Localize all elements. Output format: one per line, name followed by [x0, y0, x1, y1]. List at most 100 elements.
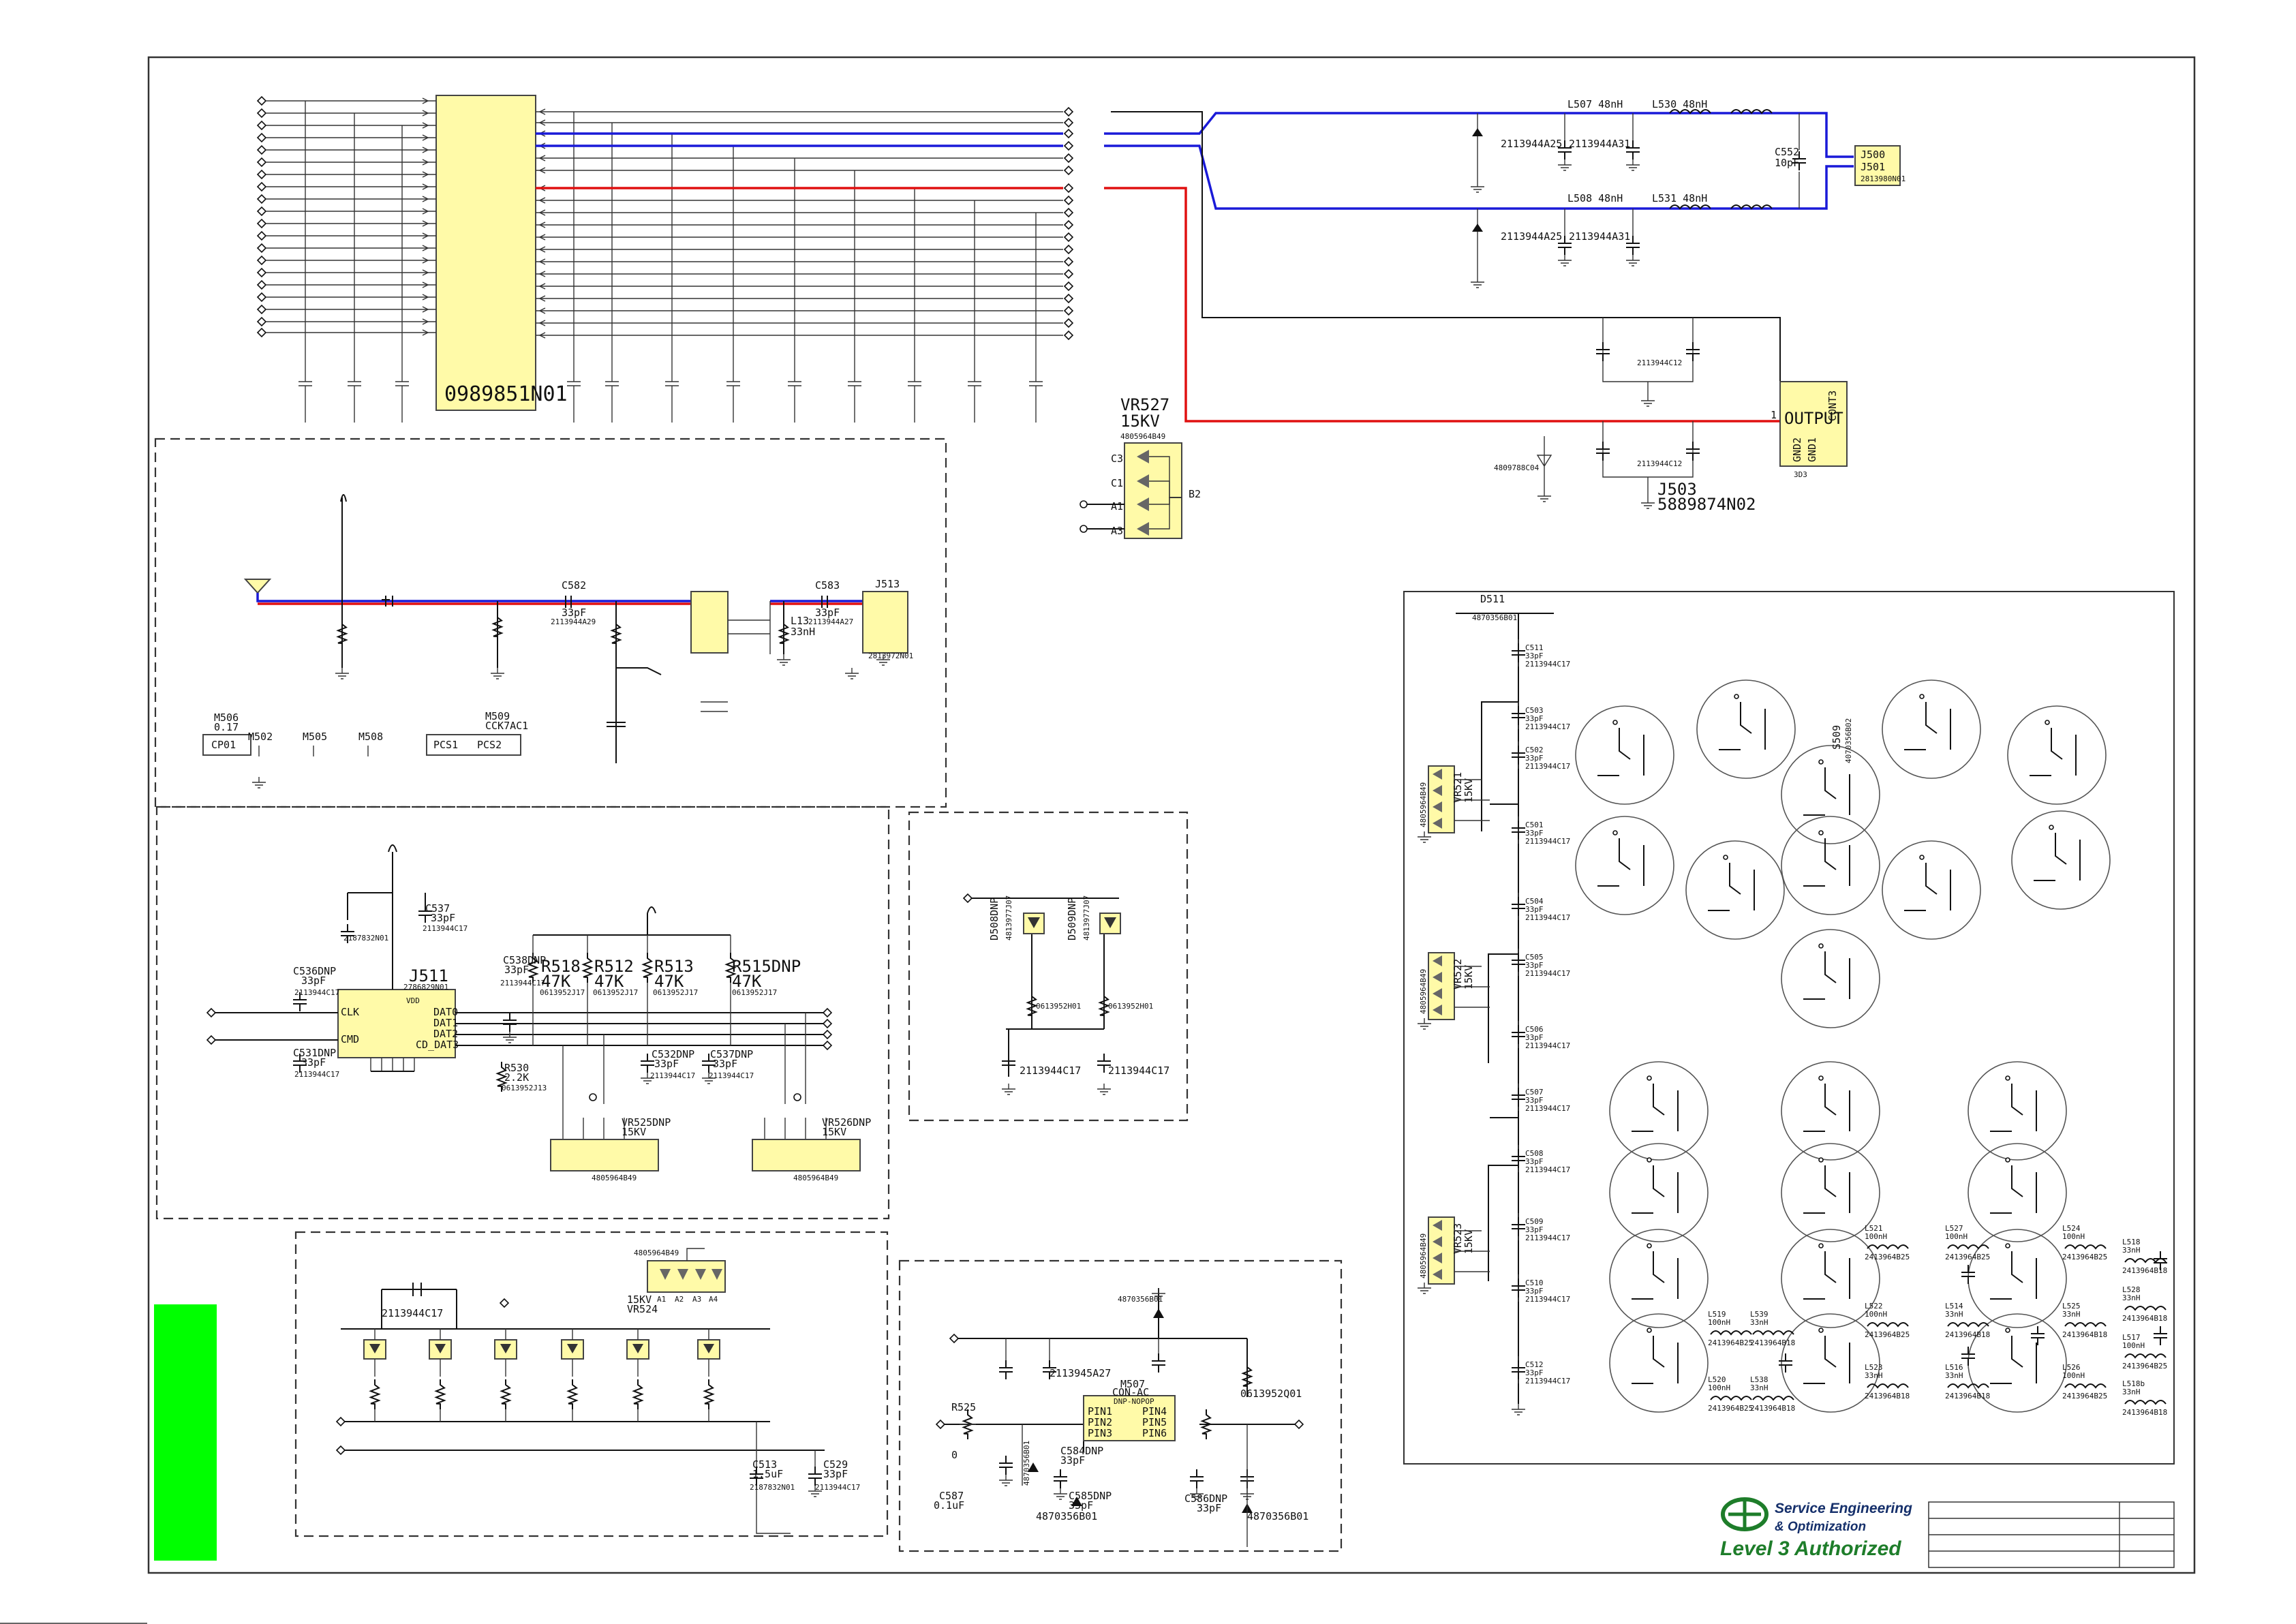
c584-value: 33pF — [1060, 1454, 1085, 1467]
supply-z2: 4870356B01 — [1022, 1441, 1031, 1486]
r525-value: 0 — [951, 1449, 958, 1461]
memory-port — [822, 1029, 833, 1040]
keypad-cap-pn: 2113944C17 — [1525, 722, 1570, 731]
led-row-block: 2113944C17 15KV VR524 4805964B49 A1 A2 A… — [294, 1231, 889, 1537]
keypad-key-switch-icon — [1803, 1165, 1850, 1214]
tvs-arrow-icon — [1433, 801, 1442, 812]
inductor-l531: L531 48nH — [1652, 192, 1707, 204]
supply-ground-icon — [1190, 1488, 1204, 1500]
supply-port — [935, 1419, 946, 1430]
c513-ref: C513 — [752, 1458, 777, 1471]
tvs-bus-drop — [562, 1013, 806, 1118]
c583-ref: C583 — [815, 579, 840, 592]
keypad-key-switch-icon — [1632, 1251, 1679, 1300]
antenna-icon — [243, 579, 272, 594]
connector-pin-tick — [538, 307, 546, 314]
rf-cap-icon — [1626, 140, 1640, 159]
keypad-tvs-leads — [1454, 1230, 1490, 1272]
keypad-inductor-ref: L517 — [2122, 1333, 2141, 1342]
tvs-arrow-icon — [677, 1269, 688, 1280]
supply-frame — [898, 1259, 1343, 1552]
keypad-inductor-value: 100nH — [1708, 1318, 1730, 1327]
r512-ref: R512 — [594, 957, 634, 976]
keypad-key-switch-icon — [1904, 863, 1951, 911]
vr524-ref: VR524 — [627, 1303, 658, 1315]
c586-ref: C586DNP — [1184, 1492, 1227, 1505]
inductor-l530: L530 48nH — [1652, 98, 1707, 110]
d511-pn: 4870356B01 — [1472, 613, 1517, 622]
led-pair-r1-icon — [1026, 991, 1038, 1021]
tvs-arrow-icon — [1433, 1005, 1442, 1015]
led-row-resistor-icon — [434, 1379, 446, 1409]
keypad-cap-value: 33pF — [1525, 652, 1544, 660]
keypad-cap-icon — [1512, 746, 1525, 765]
tvs-arrow-icon — [1137, 474, 1149, 488]
led-row-ground-icon — [808, 1486, 822, 1497]
keypad-key-contact — [2005, 1157, 2010, 1163]
j511-pin-dat2: DAT2 — [433, 1028, 458, 1040]
pcs1-label: PCS1 — [433, 739, 458, 751]
keypad-tvs-rating: 15KV — [1463, 1229, 1475, 1254]
keypad-cap-value: 33pF — [1525, 1368, 1544, 1377]
vr527-port-b[interactable] — [1080, 525, 1088, 533]
keypad-inductor-value: 100nH — [1945, 1232, 1968, 1241]
inductor-l507: L507 48nH — [1567, 98, 1623, 110]
r513-ref: R513 — [654, 957, 694, 976]
keypad-key-outline — [1968, 1061, 2067, 1161]
j511-ref: J511 — [409, 966, 448, 985]
output-ic-pin-num: 1 — [1771, 409, 1777, 421]
rf-misc-parts — [252, 494, 890, 788]
connector-pin-tick — [538, 258, 546, 265]
supply-zener-icon — [1028, 1462, 1039, 1472]
keypad-cap-pn: 2113944C17 — [1525, 1295, 1570, 1304]
logo-line3: Level 3 Authorized — [1720, 1537, 1901, 1560]
logo: Service Engineering & Optimization Level… — [1720, 1497, 1912, 1560]
supply-block: M507 CON-AC DNP-NOPOP PIN1 PIN2 PIN3 PIN… — [898, 1259, 1343, 1552]
keypad-inductor-icon — [2124, 1400, 2167, 1405]
keypad-key-contact — [1723, 855, 1728, 860]
keypad-key-contact — [1647, 1243, 1652, 1248]
memory-cap-icon — [293, 1054, 307, 1073]
pullup-resistor-icon — [724, 953, 737, 983]
rf-switch-body — [690, 591, 729, 654]
test-point — [589, 1093, 597, 1101]
keypad-key-contact — [1818, 943, 1824, 949]
vr525-rating: 15KV — [622, 1126, 646, 1138]
vr527-pin-c3: C3 — [1111, 453, 1123, 465]
keypad-inductors: L521100nH2413964B25L522100nH2413964B25L5… — [1708, 1224, 2167, 1417]
keypad-key-contact — [2045, 720, 2050, 725]
vr524-pn: 4805964B49 — [634, 1248, 679, 1257]
connector-pin-tick — [422, 171, 429, 178]
connector-right-port — [1063, 140, 1074, 151]
supply-port — [1294, 1419, 1304, 1430]
vr527-port-a[interactable] — [1080, 500, 1088, 508]
keypad-key-switch-icon — [1632, 1336, 1679, 1384]
keypad-cap-value: 33pF — [1525, 754, 1544, 763]
keypad-cap-pn: 2113944C17 — [1525, 969, 1570, 978]
j511-pin-dat1: DAT1 — [433, 1017, 458, 1029]
connector-right-port — [1063, 305, 1074, 316]
keypad-inductor-value: 100nH — [2062, 1371, 2085, 1380]
connector-pin-tick — [422, 294, 429, 301]
mid-ground-icon — [1537, 491, 1551, 502]
j513-pn: 2813972N01 — [868, 652, 913, 660]
led-row-icon — [632, 1344, 643, 1353]
connector-right-port — [1063, 117, 1074, 128]
keypad-cap-pn: 2113944C17 — [1525, 660, 1570, 669]
connector-right-port — [1063, 207, 1074, 218]
m507-pin5: PIN5 — [1142, 1416, 1167, 1428]
keypad-inductor-ref: L518 — [2122, 1238, 2141, 1246]
memory-supply-wires — [347, 860, 426, 990]
cap-2113944a25-a: 2113944A25 — [1501, 138, 1562, 150]
keypad-key-contact — [1647, 1157, 1652, 1163]
keypad-cap-ref: C510 — [1525, 1278, 1544, 1287]
keypad-cap-ref: C512 — [1525, 1360, 1544, 1369]
connector-pin-tick — [538, 332, 546, 339]
keypad-key-outline — [2011, 810, 2111, 910]
connector-right-port — [1063, 269, 1074, 279]
output-ic-gnd1: GND1 — [1806, 438, 1818, 462]
led-pair-c2-icon — [1097, 1054, 1111, 1073]
keypad-inductor-ref: L519 — [1708, 1310, 1726, 1319]
connector-pin-tick — [538, 271, 546, 277]
r530-icon — [495, 1062, 508, 1092]
